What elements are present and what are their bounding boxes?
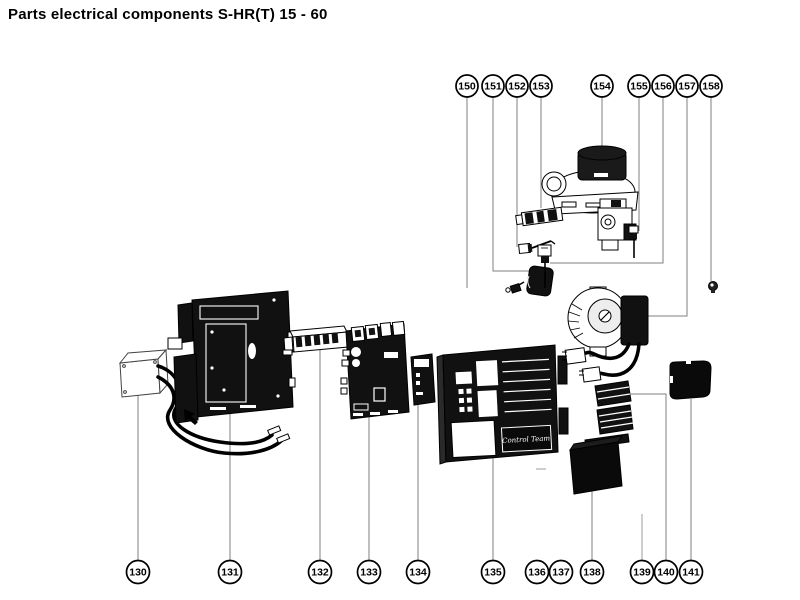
circulation-pump-part xyxy=(562,286,649,383)
svg-text:139: 139 xyxy=(633,567,651,579)
leader-line-151 xyxy=(492,97,536,272)
svg-text:134: 134 xyxy=(409,567,427,579)
circuit-board-part xyxy=(340,320,410,420)
panel-brand-label: Control Team xyxy=(502,434,551,445)
svg-text:137: 137 xyxy=(552,567,570,579)
nut-part xyxy=(708,281,718,293)
callout-140: 140 xyxy=(653,559,679,585)
small-sensor-part xyxy=(505,281,525,294)
callout-151: 151 xyxy=(481,74,505,98)
svg-text:155: 155 xyxy=(630,81,648,93)
panel-arrow-icon xyxy=(184,409,198,425)
callout-130: 130 xyxy=(125,559,151,585)
svg-text:157: 157 xyxy=(678,81,696,93)
gas-valve-part xyxy=(597,198,639,258)
leader-line-156 xyxy=(550,97,664,264)
callout-137: 137 xyxy=(548,559,574,585)
page-title: Parts electrical components S-HR(T) 15 -… xyxy=(8,6,328,23)
callout-154: 154 xyxy=(590,74,614,98)
svg-text:132: 132 xyxy=(311,567,329,579)
svg-text:158: 158 xyxy=(702,81,720,93)
svg-text:136: 136 xyxy=(528,567,546,579)
callout-136: 136 xyxy=(524,559,550,585)
pump-plug-connector xyxy=(562,347,587,365)
callout-131: 131 xyxy=(217,559,243,585)
callout-138: 138 xyxy=(579,559,605,585)
svg-text:150: 150 xyxy=(458,81,476,93)
svg-text:156: 156 xyxy=(654,81,672,93)
leader-line-157 xyxy=(648,97,688,317)
svg-text:152: 152 xyxy=(508,81,526,93)
svg-text:140: 140 xyxy=(657,567,675,579)
svg-text:153: 153 xyxy=(532,81,550,93)
mounting-strips-part xyxy=(557,355,569,435)
callout-155: 155 xyxy=(627,74,651,98)
callout-139: 139 xyxy=(629,559,655,585)
callout-132: 132 xyxy=(307,559,333,585)
ignition-unit-part xyxy=(515,206,564,227)
svg-text:130: 130 xyxy=(129,567,147,579)
callout-152: 152 xyxy=(505,74,529,98)
svg-text:138: 138 xyxy=(583,567,601,579)
callout-135: 135 xyxy=(480,559,506,585)
terminal-rail-stack-part xyxy=(594,380,634,435)
display-control-panel-part: Control Team xyxy=(436,344,559,465)
temperature-sensor-part xyxy=(537,244,552,288)
svg-text:135: 135 xyxy=(484,567,502,579)
svg-text:141: 141 xyxy=(682,567,700,579)
expansion-module-part xyxy=(669,360,712,400)
callout-156: 156 xyxy=(651,74,675,98)
svg-text:131: 131 xyxy=(221,567,239,579)
svg-text:154: 154 xyxy=(593,81,611,93)
callout-141: 141 xyxy=(678,559,704,585)
svg-text:151: 151 xyxy=(484,81,502,93)
pump-plug-connector-2 xyxy=(579,366,602,383)
leader-line-140 xyxy=(631,393,667,561)
callouts-top-row: 150 151 152 153 154 155 156 157 xyxy=(455,74,723,98)
transformer-box-part xyxy=(568,433,630,495)
valve-sensor-cap xyxy=(628,225,639,234)
side-panel-part xyxy=(410,353,436,406)
callout-134: 134 xyxy=(405,559,431,585)
callouts-bottom-row: 130 131 132 133 134 135 136 137 xyxy=(125,559,704,585)
ignition-transformer-part xyxy=(526,265,554,297)
terminal-strip-part xyxy=(282,325,349,356)
callout-150: 150 xyxy=(455,74,479,98)
callout-133: 133 xyxy=(356,559,382,585)
callout-158: 158 xyxy=(699,74,723,98)
control-box-housing-part xyxy=(167,290,297,425)
callout-157: 157 xyxy=(675,74,699,98)
svg-text:133: 133 xyxy=(360,567,378,579)
callout-153: 153 xyxy=(529,74,553,98)
